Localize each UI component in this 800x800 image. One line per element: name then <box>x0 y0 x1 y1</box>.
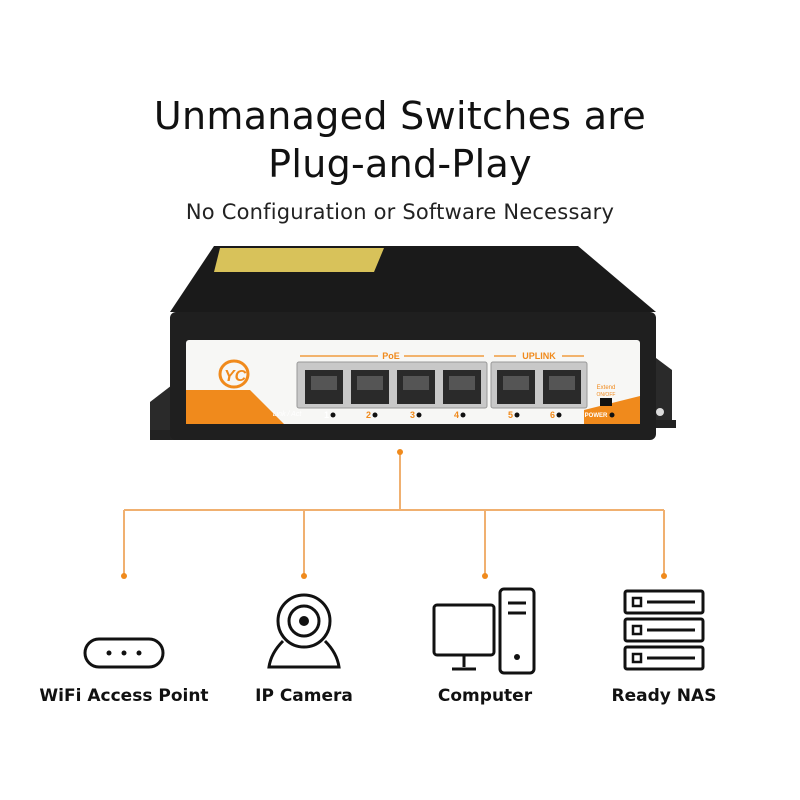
ethernet-port-2 <box>351 370 389 404</box>
ip-camera-icon <box>267 593 341 669</box>
link-act-label: Link / Act <box>273 411 303 418</box>
port-number-3: 3 <box>410 410 415 420</box>
device-ready-nas <box>579 585 749 675</box>
brand-logo-icon <box>218 359 250 389</box>
ethernet-port-4 <box>443 370 481 404</box>
ethernet-port-3 <box>397 370 435 404</box>
headline-line-1: Unmanaged Switches are <box>153 94 647 138</box>
wifi-access-point-icon <box>83 637 165 669</box>
power-label: POWER <box>585 413 608 419</box>
device-ip-camera <box>219 585 389 675</box>
device-label-ip-camera: IP Camera <box>255 686 353 706</box>
extend-toggle-switch <box>600 398 612 406</box>
port-number-1: 1 <box>324 410 329 420</box>
device-wifi-access-point <box>39 585 209 675</box>
poe-label: PoE <box>382 351 400 361</box>
port-number-4: 4 <box>454 410 459 420</box>
nas-icon <box>623 589 705 671</box>
port-number-6: 6 <box>550 410 555 420</box>
port-number-2: 2 <box>366 410 371 420</box>
headline-line-2: Plug-and-Play <box>268 142 532 186</box>
device-label-computer: Computer <box>437 686 533 706</box>
onoff-label: ON/OFF <box>597 392 616 398</box>
uplink-label: UPLINK <box>522 351 556 361</box>
subtitle: No Configuration or Software Necessary <box>185 200 615 224</box>
computer-icon <box>432 587 536 675</box>
device-label-nas: Ready NAS <box>611 686 717 706</box>
extend-label: Extend <box>597 385 616 391</box>
ethernet-port-5 <box>497 370 535 404</box>
ethernet-port-1 <box>305 370 343 404</box>
device-label-wifi: WiFi Access Point <box>39 686 209 706</box>
port-number-5: 5 <box>508 410 513 420</box>
brand-logo-text: YC <box>224 368 247 385</box>
device-computer <box>400 585 570 675</box>
power-led <box>609 412 615 418</box>
ethernet-port-6 <box>543 370 581 404</box>
